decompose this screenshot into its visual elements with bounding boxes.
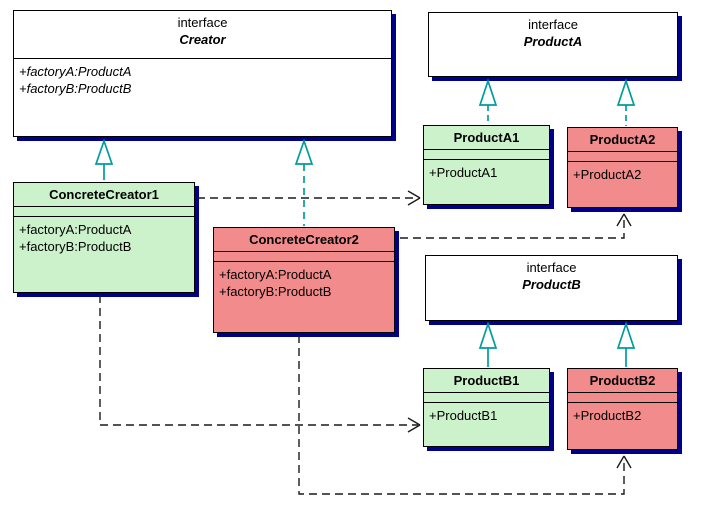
creator-member: +factoryB:ProductB [19,81,132,96]
class-box-product-b1: ProductB1 +ProductB1 [423,368,550,447]
product-b2-members: +ProductB2 [568,403,677,424]
product-b2-member: +ProductB2 [573,408,642,423]
concrete-creator2-members: +factoryA:ProductA +factoryB:ProductB [214,262,394,300]
class-box-creator: interface Creator +factoryA:ProductA +fa… [13,10,392,137]
concrete-creator2-name: ConcreteCreator2 [214,228,394,252]
product-a1-members: +ProductA1 [424,160,549,181]
creator-members: +factoryA:ProductA +factoryB:ProductB [14,59,391,97]
class-box-product-b2: ProductB2 +ProductB2 [567,368,678,450]
class-box-product-a2: ProductA2 +ProductA2 [567,127,678,208]
product-b-header: interface ProductB [426,256,677,293]
realization-arrow-productb1-productb [478,321,498,367]
product-a2-members: +ProductA2 [568,162,677,183]
dependency-arrow-concretecreator2-producta2 [400,213,632,239]
concrete-creator1-member: +factoryB:ProductB [19,239,132,254]
concrete-creator1-name: ConcreteCreator1 [14,183,194,207]
dependency-arrow-concretecreator1-producta1 [197,190,421,206]
class-box-product-a1: ProductA1 +ProductA1 [423,125,550,205]
creator-member: +factoryA:ProductA [19,64,132,79]
product-a1-empty-compartment [424,150,549,160]
class-box-product-b: interface ProductB [425,255,678,321]
concrete-creator1-member: +factoryA:ProductA [19,222,132,237]
product-a1-member: +ProductA1 [429,165,498,180]
realization-arrow-producta1-producta [478,78,498,124]
product-b1-name: ProductB1 [424,369,549,393]
product-b-stereotype: interface [526,260,577,275]
concrete-creator2-empty-compartment [214,252,394,262]
product-b1-member: +ProductB1 [429,408,498,423]
product-b2-name: ProductB2 [568,369,677,393]
creator-name: Creator [179,32,226,47]
product-b-name: ProductB [522,277,581,292]
realization-arrow-concretecreator1-creator [94,138,114,180]
product-b2-empty-compartment [568,393,677,403]
concrete-creator1-members: +factoryA:ProductA +factoryB:ProductB [14,217,194,255]
realization-arrow-producta2-producta [616,78,636,126]
realization-arrow-concretecreator2-creator [294,138,314,226]
concrete-creator1-empty-compartment [14,207,194,217]
product-a-name: ProductA [523,34,583,49]
class-box-concrete-creator2: ConcreteCreator2 +factoryA:ProductA +fac… [213,227,395,333]
product-a-header: interface ProductA [429,13,677,50]
product-a1-name: ProductA1 [424,126,549,150]
product-b1-members: +ProductB1 [424,403,549,424]
concrete-creator2-member: +factoryA:ProductA [219,267,332,282]
realization-arrow-productb2-productb [616,321,636,367]
creator-stereotype: interface [177,15,228,30]
product-b1-empty-compartment [424,393,549,403]
product-a2-name: ProductA2 [568,128,677,152]
product-a2-member: +ProductA2 [573,167,642,182]
product-a-stereotype: interface [528,17,578,32]
class-box-product-a: interface ProductA [428,12,678,77]
class-box-concrete-creator1: ConcreteCreator1 +factoryA:ProductA +fac… [13,182,195,293]
product-a2-empty-compartment [568,152,677,162]
concrete-creator2-member: +factoryB:ProductB [219,284,332,299]
creator-header: interface Creator [14,11,391,59]
